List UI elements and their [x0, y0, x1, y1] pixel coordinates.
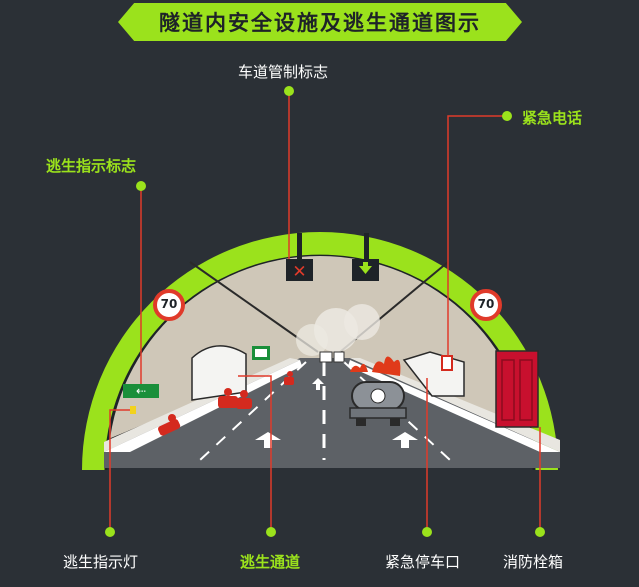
road-arrow-right	[392, 432, 418, 448]
lane-sign-post	[297, 233, 302, 260]
lane-sign-post	[364, 233, 369, 260]
speed-limit-value-left: 70	[160, 297, 178, 311]
escape-indicator-sign	[123, 384, 159, 398]
callout-dot	[535, 527, 545, 537]
leader-phone	[447, 115, 507, 356]
label-escape-light: 逃生指示灯	[63, 553, 139, 571]
right-walkway-front	[348, 360, 560, 452]
label-escape-passage: 逃生通道	[240, 553, 301, 571]
lane-closed-sign	[286, 259, 313, 281]
escape-exit-icon: ⇠	[135, 384, 147, 398]
callout-dot	[105, 527, 115, 537]
speed-limit-icon	[470, 289, 502, 321]
fleeing-people	[157, 371, 294, 436]
speed-limit-icon	[153, 289, 185, 321]
escape-exit-sign	[252, 346, 270, 360]
phone-icon	[441, 355, 453, 371]
smoke-cloud	[296, 324, 328, 356]
left-walkway-front	[104, 360, 302, 452]
distant-car	[333, 351, 345, 363]
smoke-cloud	[344, 304, 380, 340]
escape-indicator-light	[130, 406, 136, 414]
fire-hydrant-box	[495, 350, 539, 428]
callout-dot	[266, 527, 276, 537]
label-lane-control-sign: 车道管制标志	[238, 63, 329, 81]
left-walkway	[104, 358, 300, 452]
road-surface	[104, 358, 560, 468]
label-escape-sign: 逃生指示标志	[46, 157, 137, 175]
right-walkway	[350, 358, 560, 452]
lane-open-arrow-icon	[359, 262, 372, 274]
label-emergency-phone: 紧急电话	[522, 109, 583, 127]
callout-dot	[502, 111, 512, 121]
fire-icon	[350, 356, 401, 376]
callout-dot	[284, 86, 294, 96]
leader-escape-passage	[238, 375, 272, 532]
label-fire-hydrant-box: 消防栓箱	[503, 553, 564, 571]
escape-passage-door	[191, 345, 247, 401]
tanker-truck	[349, 381, 407, 426]
callout-dot	[136, 181, 146, 191]
lane-closed-x-icon: ✕	[292, 262, 306, 282]
speed-limit-value-right: 70	[477, 297, 495, 311]
callout-dot	[422, 527, 432, 537]
distant-car	[319, 351, 333, 363]
road-arrow-left	[255, 432, 281, 448]
leader-escape-light	[109, 409, 130, 532]
label-emergency-stop: 紧急停车口	[385, 553, 461, 571]
page-title: 隧道内安全设施及逃生通道图示	[118, 3, 522, 41]
road-arrow-mid	[312, 378, 324, 390]
